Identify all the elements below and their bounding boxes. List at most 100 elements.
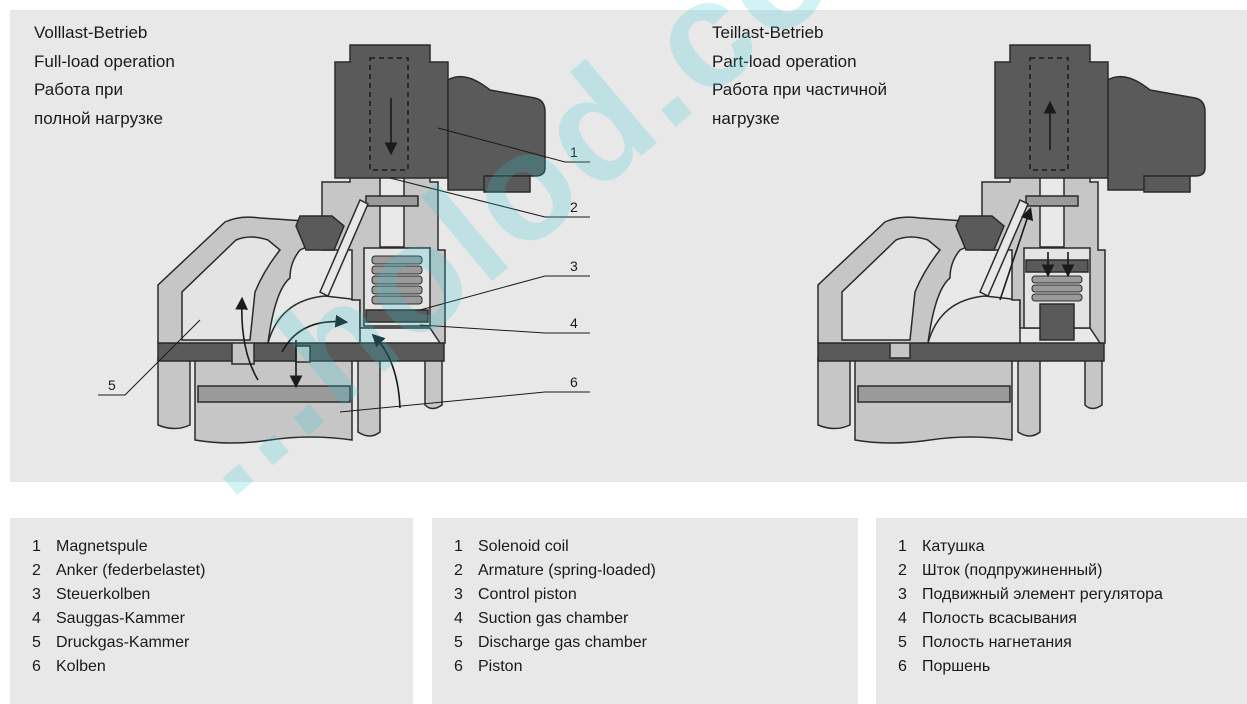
legend-text: Druckgas-Kammer	[56, 634, 190, 651]
legend-number: 4	[454, 610, 463, 627]
caption-line-de: Volllast-Betrieb	[34, 23, 148, 42]
callout-5: 5	[108, 377, 116, 393]
part-load-valve	[817, 44, 1206, 444]
control-piston	[365, 309, 429, 323]
legend-item: 1 Solenoid coil	[454, 535, 656, 559]
part-load-caption: Teillast-Betrieb Part-load operation Раб…	[712, 19, 887, 133]
plug-cable	[1143, 175, 1191, 193]
caption-line-ru-1: Работа при	[34, 80, 123, 99]
legend-number: 2	[454, 562, 463, 579]
legend-number: 5	[898, 634, 907, 651]
plug-connector	[447, 75, 546, 191]
legend-text: Полость всасывания	[922, 610, 1077, 627]
plate-port-2	[295, 345, 311, 363]
discharge-cavity	[181, 236, 282, 341]
legend-number: 1	[454, 538, 463, 555]
piston-skirt	[1039, 303, 1075, 341]
legend-text: Control piston	[478, 586, 577, 603]
caption-line-ru-2: полной нагрузке	[34, 108, 163, 128]
valve-plate	[817, 342, 1105, 362]
plug-cable	[483, 175, 531, 193]
legend-item: 1 Magnetspule	[32, 535, 205, 559]
legend-number: 6	[898, 658, 907, 675]
cylinder-wall-right	[1017, 357, 1041, 437]
suction-cavity	[267, 295, 361, 344]
legend-item: 4 Полость всасывания	[898, 607, 1163, 631]
legend-english: 1 Solenoid coil 2 Armature (spring-loaded)…	[432, 518, 858, 704]
coil-core	[369, 57, 409, 171]
legend-number: 1	[898, 538, 907, 555]
legend-number: 5	[454, 634, 463, 651]
armature-guide	[1025, 195, 1079, 207]
legend-number: 3	[32, 586, 41, 603]
legend-text: Suction gas chamber	[478, 610, 629, 627]
flow-arrows-left	[235, 98, 401, 409]
regulator-spring	[1031, 275, 1083, 302]
piston-top	[197, 385, 351, 403]
plug-connector	[1107, 75, 1206, 191]
legend-item: 6 Поршень	[898, 655, 1163, 679]
armature-stem	[379, 174, 405, 248]
legend-number: 1	[32, 538, 41, 555]
legend-number: 4	[898, 610, 907, 627]
coil-core	[1029, 57, 1069, 171]
discharge-cavity	[841, 236, 942, 341]
legend-item: 3 Control piston	[454, 583, 656, 607]
legend-number: 2	[32, 562, 41, 579]
callout-1: 1	[570, 144, 578, 160]
legend-item: 4 Suction gas chamber	[454, 607, 656, 631]
callout-2: 2	[570, 199, 578, 215]
legend-text: Поршень	[922, 658, 991, 675]
legend-number: 3	[454, 586, 463, 603]
fitting-nut	[295, 215, 345, 251]
flow-arrows-right	[999, 100, 1075, 301]
legend-text: Шток (подпружиненный)	[922, 562, 1103, 579]
callout-numbers: 1 2 3 4 5 6	[108, 144, 578, 393]
full-load-valve	[157, 44, 546, 444]
legend-number: 6	[454, 658, 463, 675]
legend-text: Discharge gas chamber	[478, 634, 647, 651]
legend-text: Piston	[478, 658, 523, 675]
control-piston	[1025, 259, 1089, 273]
legend-number: 5	[32, 634, 41, 651]
regulator-spring	[371, 255, 423, 305]
full-load-caption: Volllast-Betrieb Full-load operation Раб…	[34, 19, 175, 133]
legend-item: 2 Шток (подпружиненный)	[898, 559, 1163, 583]
solenoid-coil	[994, 44, 1109, 179]
legend-text: Armature (spring-loaded)	[478, 562, 656, 579]
legend-item: 5 Discharge gas chamber	[454, 631, 656, 655]
caption-line-de: Teillast-Betrieb	[712, 23, 824, 42]
caption-line-ru-2: нагрузке	[712, 108, 780, 128]
bypass-channel	[319, 198, 369, 298]
legend-number: 2	[898, 562, 907, 579]
legend-number: 3	[898, 586, 907, 603]
legend-item: 5 Druckgas-Kammer	[32, 631, 205, 655]
cylinder-wall-far-right	[424, 357, 443, 410]
valve-diagrams: 1 2 3 4 5 6	[98, 44, 1206, 444]
callout-3: 3	[570, 258, 578, 274]
legend-text: Magnetspule	[56, 538, 148, 555]
cylinder-wall-right	[357, 357, 381, 437]
legend-number: 6	[32, 658, 41, 675]
suction-cavity	[927, 295, 1021, 344]
caption-line-ru-1: Работа при частичной	[712, 80, 887, 99]
armature-stem	[1039, 174, 1065, 248]
legend-item: 6 Piston	[454, 655, 656, 679]
callout-4: 4	[570, 315, 578, 331]
legend-text: Anker (federbelastet)	[56, 562, 206, 579]
legend-item: 2 Armature (spring-loaded)	[454, 559, 656, 583]
piston-top	[857, 385, 1011, 403]
legend-number: 4	[32, 610, 41, 627]
fitting-nut	[955, 215, 1005, 251]
legend-text: Solenoid coil	[478, 538, 569, 555]
